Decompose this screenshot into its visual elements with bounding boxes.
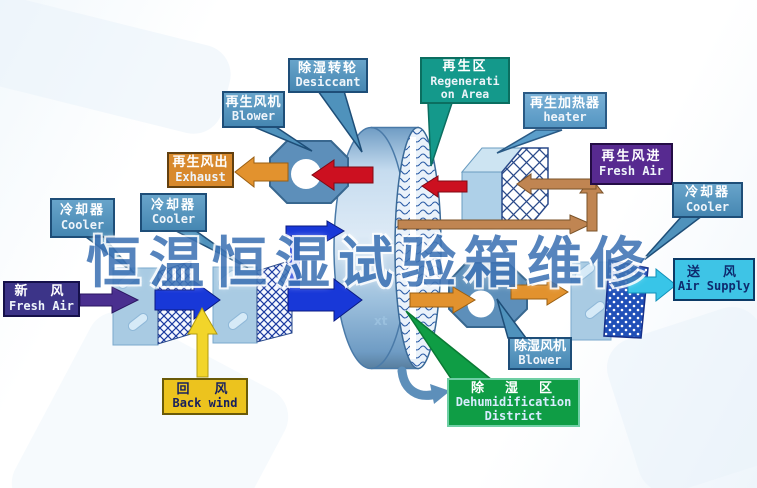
label-regen-blower: 再生风机 Blower xyxy=(222,91,285,128)
label-air-supply: 送 风 Air Supply xyxy=(673,258,755,301)
back-wind-arrow xyxy=(187,306,218,378)
label-exhaust-en: Exhaust xyxy=(175,169,226,184)
label-back-wind: 回 风 Back wind xyxy=(162,378,248,415)
label-dehum-district-en2: District xyxy=(484,408,543,423)
label-exhaust: 再生风出 Exhaust xyxy=(167,152,234,188)
label-exhaust-cn: 再生风出 xyxy=(172,155,229,170)
label-dehum-district-cn: 除 湿 区 xyxy=(470,380,556,396)
regen-air-arrow-up xyxy=(579,177,605,232)
regen-red-arrow-to-blower xyxy=(311,159,374,191)
label-cooler-left-en: Cooler xyxy=(60,217,105,232)
label-dehum-blower: 除湿风机 Blower xyxy=(508,337,572,370)
regen-area-pointer xyxy=(427,102,454,167)
label-heater-cn: 再生加热器 xyxy=(529,95,600,111)
label-cooler-right-cn: 冷却器 xyxy=(684,185,730,200)
dehum-orange-arrow-1 xyxy=(409,286,476,314)
process-blue-riser xyxy=(290,234,300,294)
label-regeneration-area-en1: Regenerati xyxy=(430,73,500,88)
label-heater-en: heater xyxy=(543,110,587,125)
fresh-air-arrow xyxy=(79,286,140,314)
label-regeneration-area-en2: on Area xyxy=(440,86,490,101)
dehum-blower-fan xyxy=(448,262,528,328)
regen-blower-fan xyxy=(269,140,349,204)
wheel-rotation-arrow xyxy=(397,366,441,400)
label-cooler-left-cn: 冷却器 xyxy=(59,203,105,218)
label-desiccant-en: Desiccant xyxy=(295,75,361,90)
regen-red-arrow-into-wheel xyxy=(421,175,468,198)
heater-pointer xyxy=(496,129,563,154)
regen-air-arrow-to-heater xyxy=(516,173,597,195)
label-cooler-mid: 冷却器 Cooler xyxy=(140,193,207,232)
label-regen-fresh-air-en: Fresh Air xyxy=(598,163,665,178)
label-cooler-right-en: Cooler xyxy=(685,199,730,214)
label-cooler-right: 冷却器 Cooler xyxy=(672,182,743,218)
label-cooler-left: 冷却器 Cooler xyxy=(50,198,115,238)
label-air-supply-en: Air Supply xyxy=(677,279,751,294)
regen-air-arrow-bottom xyxy=(397,214,593,235)
label-fresh-air-en: Fresh Air xyxy=(8,298,75,313)
label-regen-blower-cn: 再生风机 xyxy=(225,94,282,110)
label-fresh-air-cn: 新 风 xyxy=(14,284,69,299)
label-back-wind-cn: 回 风 xyxy=(176,381,234,397)
label-desiccant: 除湿转轮 Desiccant xyxy=(288,58,368,93)
label-cooler-mid-cn: 冷却器 xyxy=(150,197,196,213)
air-supply-arrow xyxy=(627,267,677,303)
label-fresh-air: 新 风 Fresh Air xyxy=(3,281,80,317)
label-regen-fresh-air-cn: 再生风进 xyxy=(601,149,662,164)
process-blue-arrow-2 xyxy=(287,278,363,322)
label-cooler-mid-en: Cooler xyxy=(151,212,196,227)
wheel-rotation-arrowhead xyxy=(430,384,450,404)
label-dehum-blower-cn: 除湿风机 xyxy=(513,338,566,354)
label-regeneration-area: 再生区 Regenerati on Area xyxy=(420,57,510,104)
wheel-watermark-text: xt xyxy=(374,314,388,328)
label-back-wind-en: Back wind xyxy=(172,396,238,411)
label-regen-blower-en: Blower xyxy=(231,109,276,124)
label-dehum-blower-en: Blower xyxy=(518,353,562,368)
process-blue-arrow-1 xyxy=(154,280,221,320)
dehum-orange-arrow-2 xyxy=(510,278,569,306)
label-regeneration-area-cn: 再生区 xyxy=(442,59,488,75)
label-regen-fresh-air: 再生风进 Fresh Air xyxy=(590,143,673,185)
label-dehum-district-en1: Dehumidification xyxy=(455,395,572,410)
process-blue-arrow-thin xyxy=(285,220,345,242)
label-dehum-district: 除 湿 区 Dehumidification District xyxy=(447,378,580,427)
label-desiccant-cn: 除湿转轮 xyxy=(297,60,358,76)
watermark-text: 恒温恒湿试验箱维修 xyxy=(86,231,654,295)
label-air-supply-cn: 送 风 xyxy=(686,264,741,280)
label-heater: 再生加热器 heater xyxy=(523,92,607,129)
cooler-cube-2 xyxy=(212,259,293,344)
exhaust-arrow xyxy=(234,155,289,189)
